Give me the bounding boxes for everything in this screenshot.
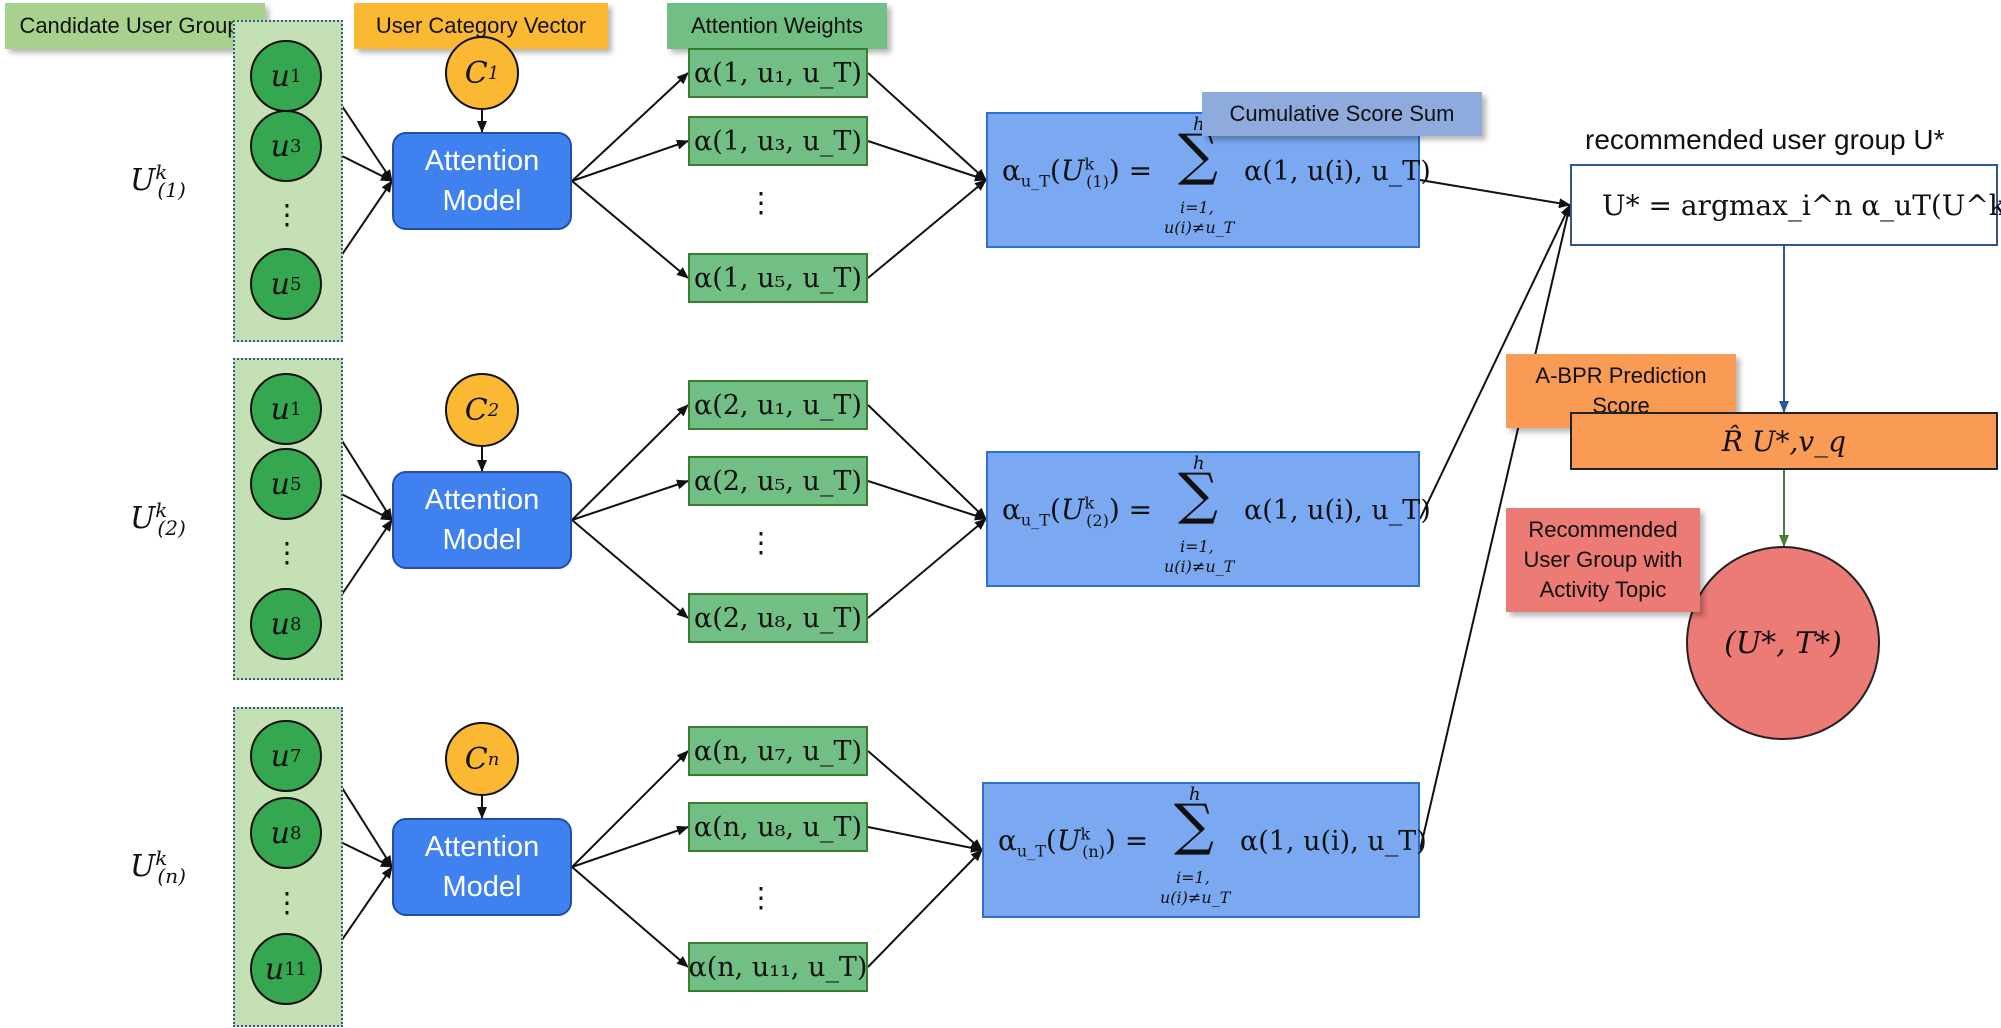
sum-rhs: α(1, u(i), u_T) <box>1244 156 1431 187</box>
attention-weight-box: α(2, u₈, u_T) <box>688 593 868 643</box>
ellipsis: ⋮ <box>747 187 775 218</box>
connector-arrow <box>571 750 689 868</box>
connector-arrow <box>867 750 983 851</box>
connector-arrow <box>1419 179 1571 209</box>
attention-weights-tag: Attention Weights <box>667 3 887 49</box>
ellipsis: ⋮ <box>747 882 775 913</box>
sum-lhs: αu_T(Uk(n)) = <box>998 824 1149 861</box>
group-label-1: Uk(1) <box>130 160 186 202</box>
ellipsis: ⋮ <box>273 199 301 230</box>
group-label-n: Uk(n) <box>130 846 186 888</box>
connector-arrow <box>571 180 689 279</box>
connector-arrow <box>867 179 987 279</box>
sum-lower-condition: u(i)≠u_T <box>1164 218 1235 237</box>
sum-sigma: ∑ <box>1178 462 1218 527</box>
attention-weight-box: α(2, u₅, u_T) <box>688 456 868 506</box>
sum-lower-condition: u(i)≠u_T <box>1164 557 1235 576</box>
recommended-user-group-title: recommended user group U* <box>1585 124 1945 155</box>
score-sum-box-2: αu_T(Uk(2)) = h ∑ i=1, u(i)≠u_T α(1, u(i… <box>986 451 1431 587</box>
connector-arrow <box>571 825 689 868</box>
sum-sigma: ∑ <box>1174 793 1214 858</box>
abpr-prediction-score-box: R̂ U*,v_q <box>1570 412 1998 470</box>
ellipsis: ⋮ <box>747 527 775 558</box>
attention-weight-box: α(1, u₅, u_T) <box>688 253 868 303</box>
connector-arrow <box>571 479 689 521</box>
connector-arrow <box>571 866 689 968</box>
attention-weight-box: α(2, u₁, u_T) <box>688 380 868 430</box>
connector-arrow <box>571 72 689 182</box>
sum-lhs: αu_T(Uk(2)) = <box>1002 493 1153 530</box>
connector-arrow <box>867 404 987 520</box>
connector-arrow <box>867 849 983 968</box>
sum-rhs: α(1, u(i), u_T) <box>1240 826 1427 857</box>
attention-weight-box: α(n, u₁₁, u_T) <box>688 942 868 992</box>
connector-arrow <box>867 72 987 181</box>
connector-arrow <box>571 404 689 521</box>
sum-rhs: α(1, u(i), u_T) <box>1244 495 1431 526</box>
connector-arrow <box>867 480 987 521</box>
attention-weight-box: α(1, u₃, u_T) <box>688 116 868 166</box>
connector-arrow <box>1419 204 1573 851</box>
sum-lower-limit: i=1, <box>1176 868 1210 887</box>
sum-lhs: αu_T(Uk(1)) = <box>1002 154 1153 191</box>
score-sum-box-n: αu_T(Uk(n)) = h ∑ i=1, u(i)≠u_T α(1, u(i… <box>982 782 1427 918</box>
attention-weight-box: α(1, u₁, u_T) <box>688 48 868 98</box>
sum-upper-limit: h <box>1189 784 1201 805</box>
connector-arrow <box>867 518 987 619</box>
recommended-user-group-formula: U* = argmax_i^n α_uT(U^k_(i)) <box>1570 164 2001 246</box>
connector-arrow <box>867 140 987 182</box>
ellipsis: ⋮ <box>273 887 301 918</box>
sum-sigma: ∑ <box>1178 123 1218 188</box>
attention-weight-box: α(n, u₇, u_T) <box>688 726 868 776</box>
sum-lower-condition: u(i)≠u_T <box>1160 888 1231 907</box>
cumulative-score-sum-tag: Cumulative Score Sum <box>1202 92 1482 136</box>
candidate-user-groups-tag: Candidate User Groups <box>5 3 265 49</box>
sum-upper-limit: h <box>1193 114 1205 135</box>
connector-arrow <box>867 826 983 853</box>
connector-arrow <box>571 519 689 619</box>
recommended-group-topic-circle: (U*, T*) <box>1686 546 1880 740</box>
connector-arrow <box>1419 204 1571 520</box>
connector-arrow <box>571 139 689 182</box>
sum-lower-limit: i=1, <box>1180 537 1214 556</box>
sum-upper-limit: h <box>1193 453 1205 474</box>
sum-lower-limit: i=1, <box>1180 198 1214 217</box>
group-label-2: Uk(2) <box>130 498 186 540</box>
ellipsis: ⋮ <box>273 537 301 568</box>
attention-weight-box: α(n, u₈, u_T) <box>688 802 868 852</box>
